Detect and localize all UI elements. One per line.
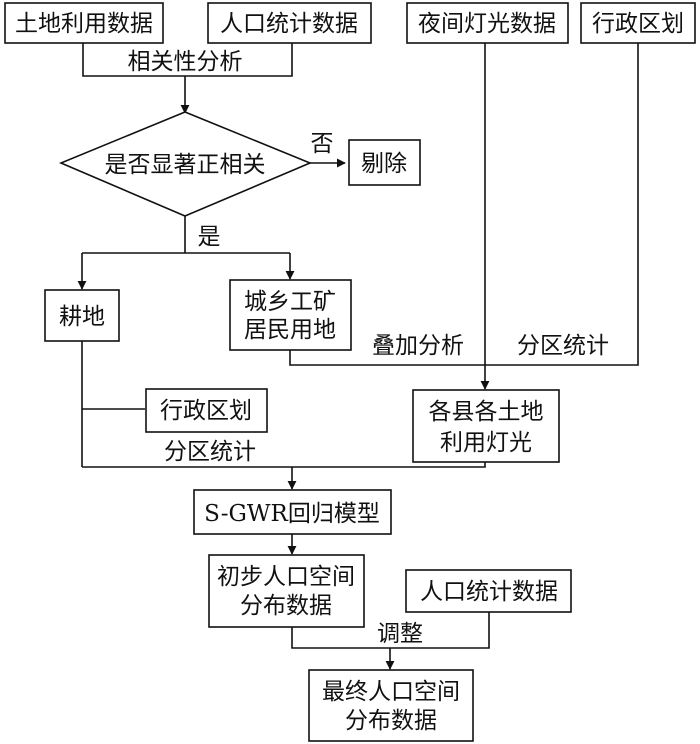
yes-label: 是: [198, 224, 221, 250]
cropland-box: [44, 289, 120, 342]
county-light-label-line2: 利用灯光: [440, 430, 532, 456]
land-use-box: [4, 2, 164, 44]
admin-division-mid-box: [145, 388, 268, 433]
final-pop-label-line1: 最终人口空间: [322, 679, 460, 705]
cropland-label: 耕地: [59, 304, 105, 330]
correlation-analysis-label: 相关性分析: [128, 49, 243, 75]
admin-division-mid-label: 行政区划: [160, 398, 252, 424]
land-use-label: 土地利用数据: [15, 11, 153, 37]
population-stats-top-box: [207, 2, 372, 44]
decision-label: 是否显著正相关: [105, 152, 266, 178]
admin-division-top-label: 行政区划: [592, 11, 684, 37]
initial-pop-label-line2: 分布数据: [240, 593, 332, 619]
final-pop-label-line2: 分布数据: [345, 708, 437, 734]
urban-rural-label-line2: 居民用地: [244, 317, 336, 343]
zonal-stats-left-label: 分区统计: [164, 439, 256, 465]
population-stats-bottom-label: 人口统计数据: [420, 579, 558, 605]
county-light-label-line1: 各县各土地: [429, 399, 544, 425]
urban-rural-box: [229, 279, 352, 351]
population-stats-bottom-box: [405, 569, 572, 613]
sgwr-model-label: S-GWR回归模型: [204, 501, 380, 527]
final-pop-box: [308, 669, 474, 742]
population-stats-top-label: 人口统计数据: [220, 11, 358, 37]
sgwr-model-box: [193, 489, 392, 535]
connector-urban-rural-overlay: [289, 350, 485, 366]
night-light-box: [406, 2, 569, 44]
decision-diamond: [58, 111, 313, 217]
adjust-label: 调整: [377, 621, 423, 647]
night-light-label: 夜间灯光数据: [418, 11, 556, 37]
connector-merge-to-sgwr: [82, 462, 486, 468]
county-light-box: [412, 389, 560, 463]
admin-division-top-box: [580, 2, 696, 44]
urban-rural-label-line1: 城乡工矿: [244, 289, 336, 315]
remove-label: 剔除: [361, 151, 407, 177]
zonal-stats-right-label: 分区统计: [517, 333, 609, 359]
connector-yes-branch: [82, 216, 290, 254]
overlay-analysis-label: 叠加分析: [372, 333, 464, 359]
no-label: 否: [311, 131, 334, 157]
initial-pop-label-line1: 初步人口空间: [217, 564, 355, 590]
initial-pop-box: [208, 554, 365, 628]
connector-landuse-to-correlation: [82, 43, 293, 77]
connector-admin-division-right: [485, 43, 639, 366]
remove-box: [348, 139, 421, 186]
